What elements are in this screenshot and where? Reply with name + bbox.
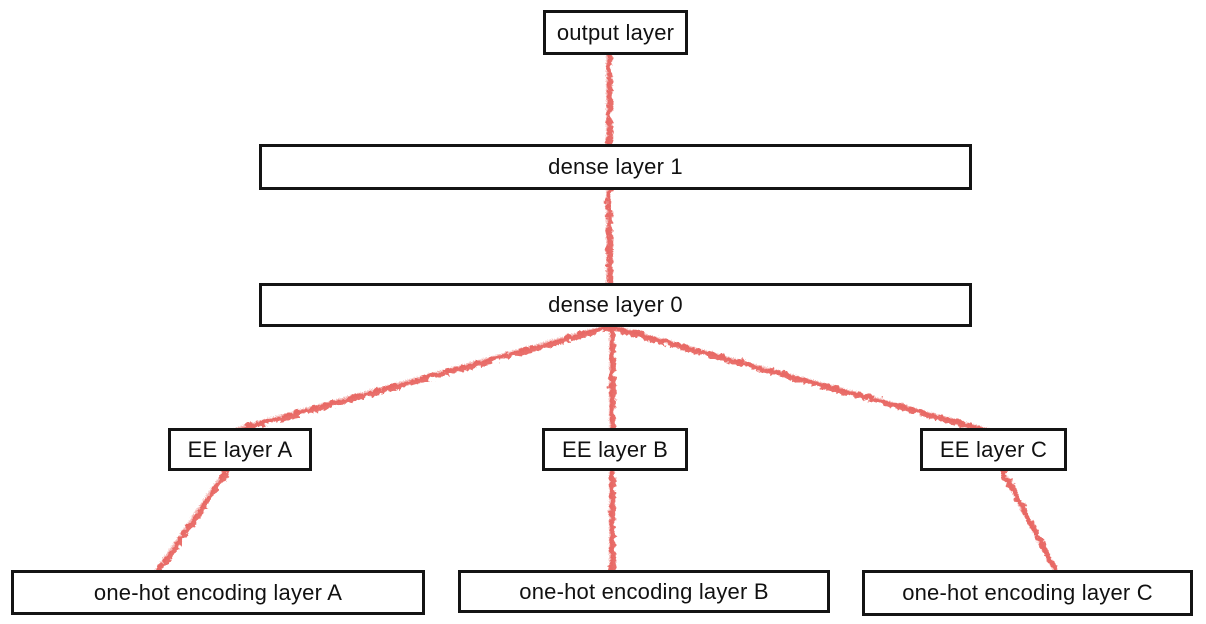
edge-ee-c-to-onehot-c bbox=[999, 467, 1059, 575]
node-one-hot-encoding-layer-a: one-hot encoding layer A bbox=[11, 570, 425, 615]
edge-texture-ee-c-to-onehot-c bbox=[1000, 468, 1058, 574]
edge-texture-dense0-to-ee-a bbox=[231, 324, 610, 432]
edge-dense0-to-ee-a bbox=[230, 323, 611, 433]
node-one-hot-encoding-layer-c: one-hot encoding layer C bbox=[862, 570, 1193, 616]
node-one-hot-encoding-layer-b: one-hot encoding layer B bbox=[458, 570, 830, 613]
edge-dense0-to-ee-c bbox=[607, 323, 991, 433]
node-output-layer: output layer bbox=[543, 10, 688, 55]
edge-texture-ee-a-to-onehot-a bbox=[154, 468, 228, 574]
node-dense-layer-1: dense layer 1 bbox=[259, 144, 972, 190]
node-ee-layer-a: EE layer A bbox=[168, 428, 312, 471]
node-ee-layer-c: EE layer C bbox=[920, 428, 1067, 471]
node-ee-layer-b: EE layer B bbox=[542, 428, 688, 471]
edge-ee-a-to-onehot-a bbox=[153, 467, 229, 575]
node-dense-layer-0: dense layer 0 bbox=[259, 283, 972, 327]
edge-texture-dense0-to-ee-c bbox=[608, 324, 990, 432]
